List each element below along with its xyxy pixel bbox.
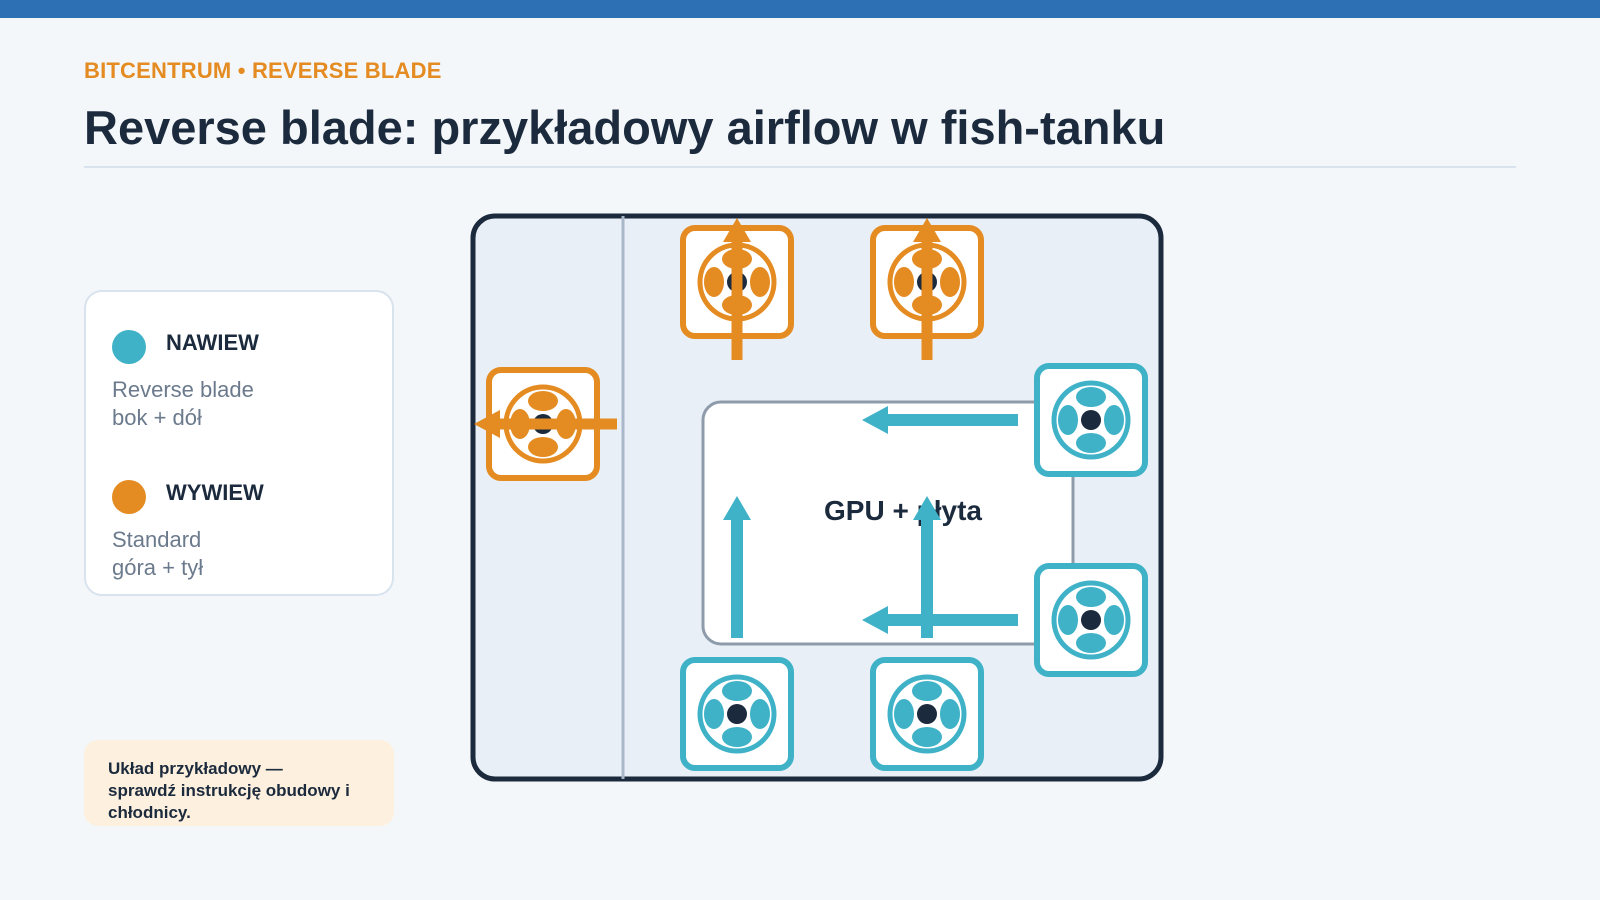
intake-dot-icon bbox=[112, 330, 146, 364]
top-accent-bar bbox=[0, 0, 1600, 18]
note-card: Układ przykładowy — sprawdź instrukcję o… bbox=[84, 740, 394, 826]
exhaust-dot-icon bbox=[112, 480, 146, 514]
intake-arrow-center-vertical bbox=[913, 496, 941, 638]
legend-exhaust-name: WYWIEW bbox=[166, 480, 264, 505]
legend-card: NAWIEW Reverse blade bok + dół WYWIEW St… bbox=[84, 290, 394, 596]
note-line-2: sprawdź instrukcję obudowy i bbox=[108, 781, 350, 800]
legend-exhaust-desc-1: Standard bbox=[112, 527, 202, 552]
intake-arrow-lower bbox=[862, 606, 1018, 634]
legend-intake-desc-2: bok + dół bbox=[112, 405, 202, 430]
fan-side-2-icon bbox=[1037, 566, 1145, 674]
fan-side-1-icon bbox=[1037, 366, 1145, 474]
intake-arrow-upper bbox=[862, 406, 1018, 434]
component-block bbox=[701, 400, 1075, 646]
title-divider bbox=[84, 166, 1516, 168]
legend-intake-desc-1: Reverse blade bbox=[112, 377, 254, 402]
component-label: GPU + płyta bbox=[824, 495, 982, 526]
legend-intake-name: NAWIEW bbox=[166, 330, 259, 355]
exhaust-arrow-top-1 bbox=[723, 218, 751, 360]
note-line-3: chłodnicy. bbox=[108, 803, 191, 822]
exhaust-arrow-rear bbox=[474, 410, 617, 438]
intake-arrow-left-vertical bbox=[723, 496, 751, 638]
exhaust-arrow-top-2 bbox=[913, 218, 941, 360]
eyebrow-label: BITCENTRUM • REVERSE BLADE bbox=[84, 58, 442, 83]
note-line-1: Układ przykładowy — bbox=[108, 759, 283, 778]
fan-bottom-1-icon bbox=[683, 660, 791, 768]
fan-bottom-2-icon bbox=[873, 660, 981, 768]
legend-exhaust-desc-2: góra + tył bbox=[112, 555, 204, 580]
page-title: Reverse blade: przykładowy airflow w fis… bbox=[84, 101, 1166, 154]
